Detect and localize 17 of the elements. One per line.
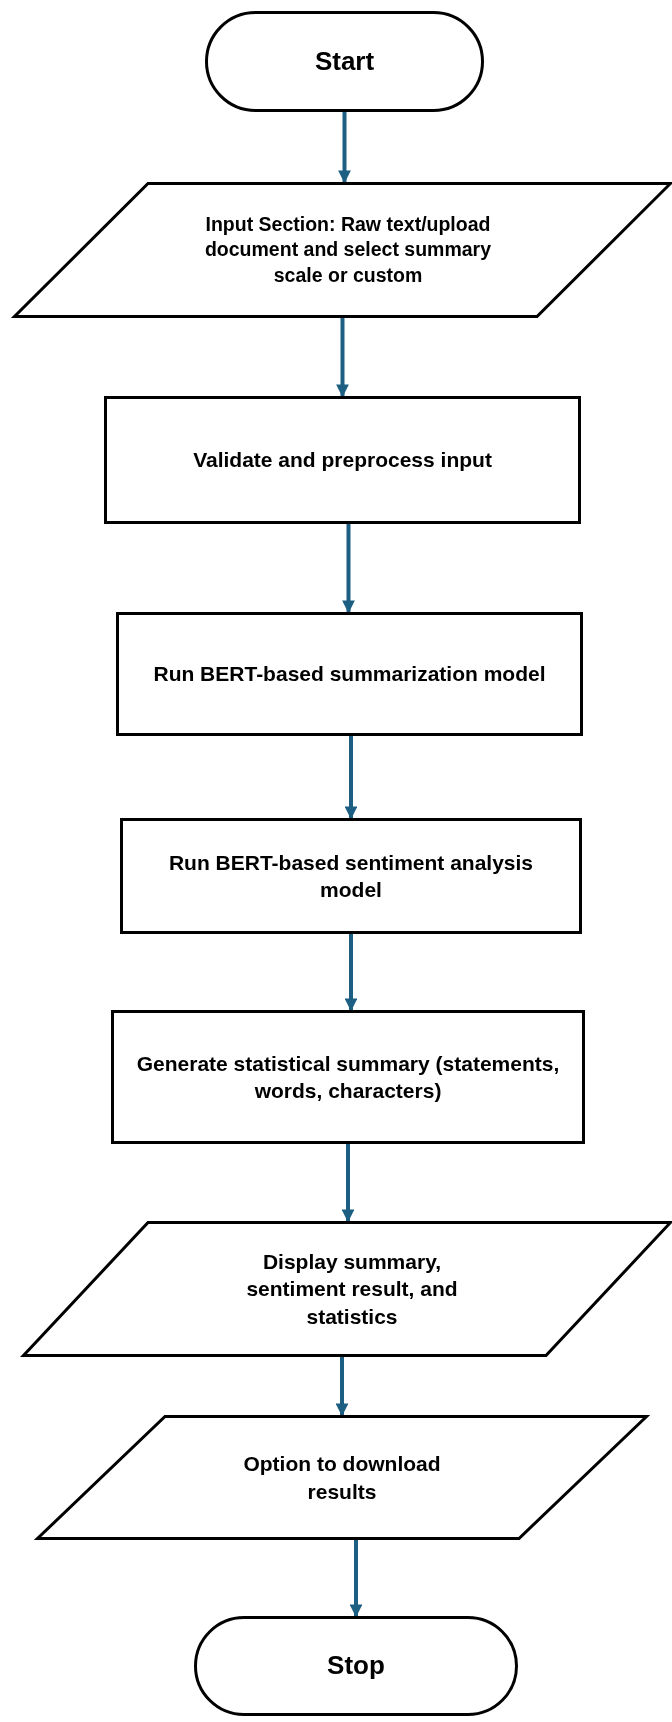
step-label: Option to download results <box>242 1451 442 1505</box>
step-label: Validate and preprocess input <box>193 447 492 474</box>
step-label: Input Section: Raw text/upload document and select summary scale or custom <box>203 212 493 288</box>
arrow <box>338 112 351 184</box>
arrow <box>335 1357 349 1417</box>
step-label: Display summary, sentiment result, and statistics <box>245 1249 459 1330</box>
terminator-label: Start <box>314 44 375 78</box>
step-label: Run BERT-based sentiment analysis model <box>167 849 535 903</box>
arrow <box>336 318 349 398</box>
arrow <box>344 736 358 820</box>
step-label: Generate statistical summary (statements, words, characters) <box>135 1050 561 1104</box>
arrow <box>342 524 355 614</box>
arrow <box>341 1144 355 1223</box>
arrow <box>349 1540 363 1618</box>
step-label: Run BERT-based summarization model <box>153 661 546 688</box>
arrow <box>344 934 358 1012</box>
terminator-label: Stop <box>327 1649 385 1683</box>
